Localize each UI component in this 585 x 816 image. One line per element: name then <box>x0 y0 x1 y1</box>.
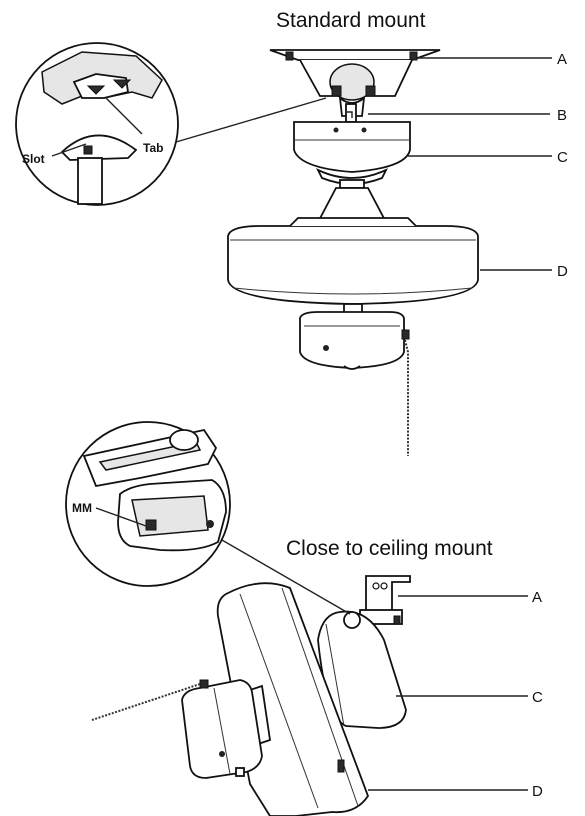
detail-inset-slot-tab: Tab Slot <box>15 42 327 206</box>
label-b-standard: B <box>557 107 567 124</box>
pull-chain-standard <box>404 339 409 456</box>
switch-housing-standard <box>299 303 410 370</box>
label-a-close: A <box>532 589 542 606</box>
mm-callout: MM <box>72 501 92 515</box>
standard-mount-title: Standard mount <box>276 9 426 32</box>
mounting-bracket-standard <box>269 49 441 101</box>
mounting-bracket-close <box>359 575 411 625</box>
label-c-close: C <box>532 689 543 706</box>
label-a-standard: A <box>557 51 567 68</box>
switch-housing-close <box>181 679 263 779</box>
close-mount-section: Close to ceiling mount <box>65 421 543 816</box>
standard-mount-section: Standard mount <box>15 9 568 456</box>
canopy-standard <box>293 121 411 185</box>
canopy-close <box>317 610 407 729</box>
downrod-standard <box>338 95 366 123</box>
slot-callout: Slot <box>22 152 45 166</box>
label-d-standard: D <box>557 263 568 280</box>
label-c-standard: C <box>557 149 568 166</box>
label-d-close: D <box>532 783 543 800</box>
detail-inset-mm: MM <box>65 421 351 615</box>
pull-chain-close <box>91 683 201 721</box>
close-mount-title: Close to ceiling mount <box>286 537 493 560</box>
tab-callout: Tab <box>143 141 163 155</box>
motor-housing-standard <box>227 217 479 305</box>
